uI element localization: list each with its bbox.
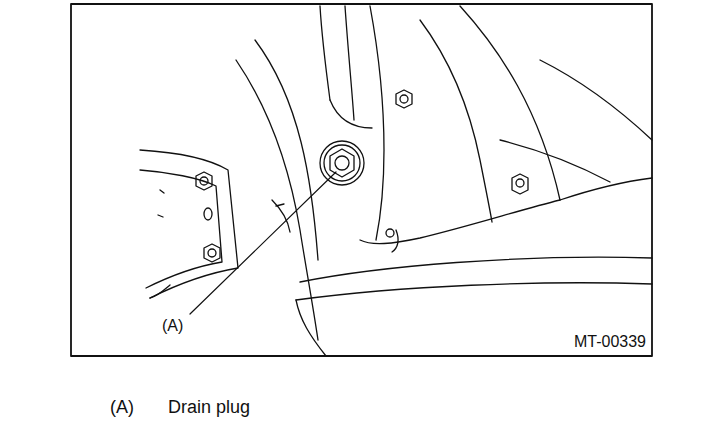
- bolt: [396, 90, 412, 108]
- casing-edge: [392, 230, 398, 252]
- casing-edge: [236, 60, 318, 340]
- bolt: [512, 174, 528, 194]
- pan-edge: [296, 300, 326, 356]
- bolt: [386, 229, 394, 237]
- casing-edge: [276, 204, 284, 206]
- key-letter: (A): [110, 397, 134, 418]
- mount-bracket: [158, 190, 164, 217]
- casing-edge: [540, 60, 652, 140]
- casing-edge: [345, 6, 354, 120]
- callout-letter: (A): [162, 317, 183, 335]
- casing-edge: [272, 200, 290, 232]
- bolt: [204, 244, 220, 262]
- pan-edge: [300, 257, 652, 282]
- bracket-hole: [204, 208, 212, 220]
- casing-edge: [460, 6, 560, 200]
- casing-edge: [420, 20, 492, 222]
- part-name: Drain plug: [168, 397, 250, 418]
- mount-bracket: [140, 170, 222, 288]
- casing-edge: [255, 40, 318, 260]
- casing-edge: [370, 6, 384, 240]
- drain-plug: [320, 141, 364, 185]
- figure-frame: [71, 4, 652, 356]
- mount-bracket: [150, 285, 170, 298]
- leader-line: [190, 172, 336, 314]
- casing-edge: [360, 200, 560, 244]
- casing-edge: [330, 100, 372, 128]
- casing-edge: [560, 178, 652, 200]
- figure-code: MT-00339: [574, 333, 646, 351]
- bolt: [196, 172, 212, 190]
- mount-bracket: [140, 150, 238, 298]
- pan-edge: [296, 283, 652, 300]
- casing-edge: [320, 6, 330, 100]
